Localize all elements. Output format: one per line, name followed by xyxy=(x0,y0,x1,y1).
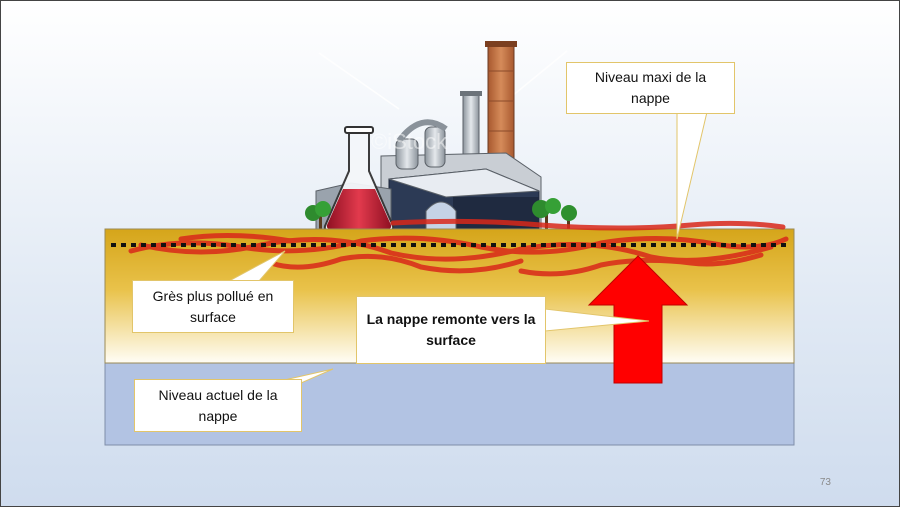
callout-gres-pollue: Grès plus pollué en surface xyxy=(132,280,294,333)
callout-niveau-actuel: Niveau actuel de la nappe xyxy=(134,379,302,432)
callout-gres-pollue-text: Grès plus pollué en surface xyxy=(152,287,274,325)
trees xyxy=(305,198,577,229)
slide-number: 73 xyxy=(819,477,831,488)
callout-nappe-remonte: La nappe remonte vers la surface xyxy=(356,296,546,364)
callout-niveau-maxi: Niveau maxi de la nappe xyxy=(566,62,735,114)
callout-niveau-maxi-text: Niveau maxi de la nappe xyxy=(594,69,707,106)
watermark: ©iStock xyxy=(371,129,448,154)
light-rays xyxy=(318,50,568,110)
callout-nappe-remonte-text: La nappe remonte vers la surface xyxy=(366,311,536,348)
callout-niveau-actuel-text: Niveau actuel de la nappe xyxy=(158,386,278,424)
